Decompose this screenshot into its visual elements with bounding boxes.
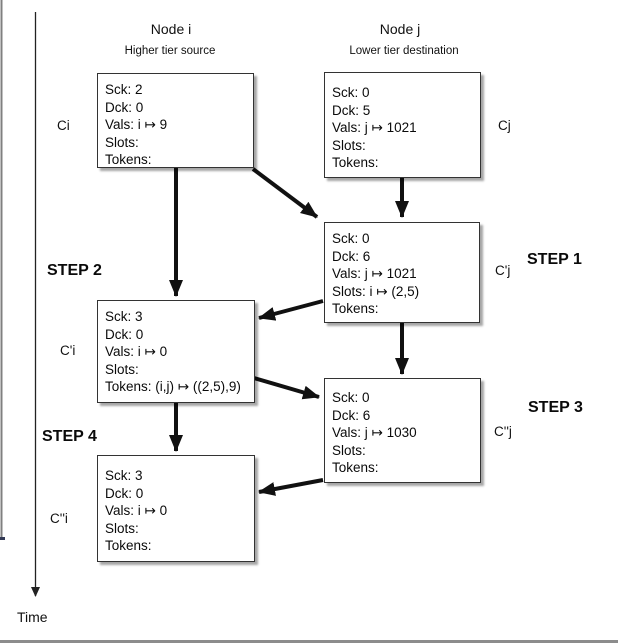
state-line: Sck: 0 <box>332 85 370 100</box>
node-i-subtitle: Higher tier source <box>124 45 216 57</box>
box-label-cpj: C'j <box>495 263 511 278</box>
step-3-label: STEP 3 <box>528 399 583 416</box>
node-i-title: Node i <box>150 21 192 37</box>
node-j-title: Node j <box>379 21 421 37</box>
page-bottom-edge <box>0 640 618 643</box>
state-line: Sck: 2 <box>105 82 143 97</box>
state-line: Vals: i ↦ 0 <box>105 503 168 518</box>
state-line: Tokens: <box>105 152 152 167</box>
state-box-cppi: Sck: 3 Dck: 0 Vals: i ↦ 0 Slots: Tokens: <box>97 455 255 562</box>
state-line: Slots: <box>332 137 366 153</box>
state-line: Sck: 0 <box>332 390 370 405</box>
state-line: Dck: 0 <box>105 326 144 342</box>
state-line: Slots: <box>332 442 366 458</box>
step-1-label: STEP 1 <box>527 251 582 268</box>
state-line: Dck: 0 <box>105 485 144 501</box>
state-line: Sck: 0 <box>332 231 370 246</box>
state-line: Sck: 3 <box>105 309 143 324</box>
arrow-cppj-to-cppi <box>258 478 324 496</box>
state-line: Slots: <box>105 361 139 377</box>
state-box-cpi: Sck: 3 Dck: 0 Vals: i ↦ 0 Slots: Tokens:… <box>97 300 255 403</box>
state-line: Tokens: <box>332 301 379 316</box>
state-line: Tokens: (i,j) ↦ ((2,5),9) <box>105 379 241 394</box>
state-line: Slots: i ↦ (2,5) <box>332 283 420 299</box>
state-box-ci: Sck: 2 Dck: 0 Vals: i ↦ 9 Slots: Tokens: <box>97 73 254 168</box>
box-label-cppi: C''i <box>50 511 68 526</box>
time-axis-label: Time <box>17 609 48 625</box>
state-box-cppj: Sck: 0 Dck: 6 Vals: j ↦ 1030 Slots: Toke… <box>324 378 481 483</box>
state-line: Tokens: <box>332 155 379 170</box>
state-line: Tokens: <box>332 460 379 475</box>
state-line: Vals: i ↦ 0 <box>105 344 168 359</box>
state-box-cpj: Sck: 0 Dck: 6 Vals: j ↦ 1021 Slots: i ↦ … <box>324 222 480 323</box>
state-box-cj: Sck: 0 Dck: 5 Vals: j ↦ 1021 Slots: Toke… <box>324 72 481 178</box>
step-2-label: STEP 2 <box>47 262 102 279</box>
state-line: Vals: j ↦ 1030 <box>332 425 417 440</box>
arrow-cpi-to-cppj <box>253 376 320 400</box>
box-label-cppj: C''j <box>494 424 512 439</box>
state-line: Slots: <box>105 134 139 150</box>
state-line: Sck: 3 <box>105 468 143 483</box>
state-line: Vals: i ↦ 9 <box>105 117 168 132</box>
box-label-cj: Cj <box>498 118 511 133</box>
arrow-ci-to-cpj <box>251 167 319 219</box>
page-left-edge-tick <box>0 537 5 540</box>
step-4-label: STEP 4 <box>42 428 97 445</box>
state-line: Vals: j ↦ 1021 <box>332 266 417 281</box>
node-j-subtitle: Lower tier destination <box>349 45 459 57</box>
state-line: Dck: 6 <box>332 248 371 264</box>
state-line: Dck: 0 <box>105 99 144 115</box>
state-line: Dck: 5 <box>332 102 371 118</box>
box-label-cpi: C'i <box>60 343 76 358</box>
arrow-cpj-to-cpi <box>258 299 324 321</box>
state-line: Vals: j ↦ 1021 <box>332 120 417 135</box>
state-line: Dck: 6 <box>332 407 371 423</box>
box-label-ci: Ci <box>57 118 70 133</box>
state-line: Slots: <box>105 520 139 536</box>
state-line: Tokens: <box>105 538 152 553</box>
